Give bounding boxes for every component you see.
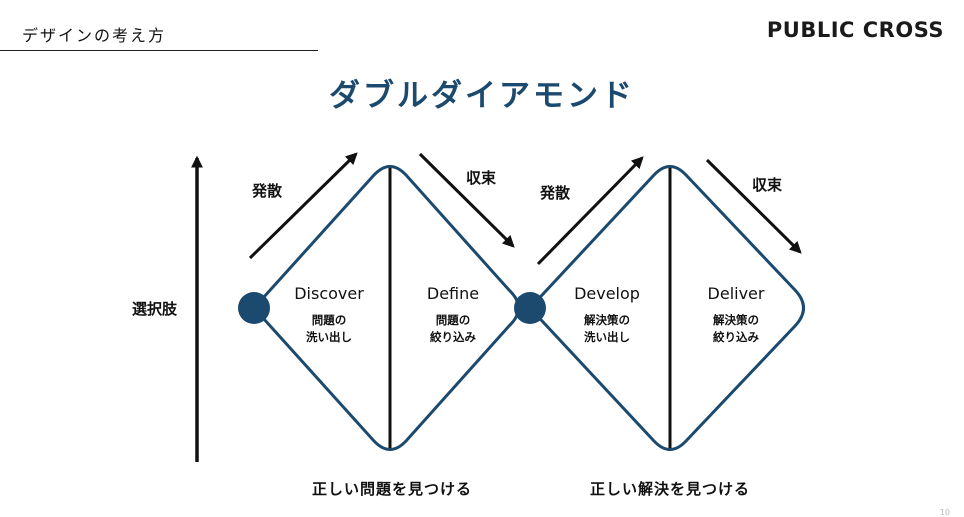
phase-define-description: 問題の 絞り込み (430, 312, 476, 346)
diverge-arrow-1 (248, 152, 358, 260)
description-line: 解決策の (713, 313, 759, 327)
converge-label-2: 収束 (752, 176, 783, 194)
description-line: 問題の (311, 313, 347, 327)
description-line: 解決策の (584, 313, 630, 327)
diverge-label-1: 発散 (252, 182, 283, 200)
diverge-arrow-2 (536, 156, 644, 266)
page-title: ダブルダイアモンド (329, 78, 635, 114)
section-label: デザインの考え方 (22, 26, 167, 45)
caption-problem: 正しい問題を見つける (311, 480, 473, 498)
phase-develop-description: 解決策の 洗い出し (584, 312, 630, 346)
description-line: 洗い出し (306, 330, 352, 344)
phase-develop: Develop (574, 284, 640, 303)
phase-discover-description: 問題の 洗い出し (306, 312, 352, 346)
description-line: 絞り込み (430, 330, 476, 344)
phase-discover: Discover (294, 284, 364, 303)
page-number: 10 (939, 508, 950, 517)
options-axis-label: 選択肢 (132, 300, 178, 318)
converge-arrow-2 (705, 158, 802, 254)
phase-deliver-description: 解決策の 絞り込み (713, 312, 759, 346)
section-divider (0, 50, 318, 51)
phase-deliver: Deliver (707, 284, 765, 303)
phase-define: Define (426, 284, 480, 303)
diamond-outline-problem (251, 165, 520, 451)
description-line: 洗い出し (584, 330, 630, 344)
brand-logo: PUBLIC CROSS (766, 18, 944, 42)
caption-solution: 正しい解決を見つける (589, 480, 751, 498)
start-node (238, 292, 270, 324)
converge-arrow-1 (418, 152, 515, 248)
diamond-outline-solution (527, 165, 805, 451)
diverge-label-2: 発散 (540, 184, 571, 202)
middle-node (514, 292, 546, 324)
description-line: 問題の (435, 313, 471, 327)
description-line: 絞り込み (713, 330, 759, 344)
converge-label-1: 収束 (466, 169, 497, 187)
